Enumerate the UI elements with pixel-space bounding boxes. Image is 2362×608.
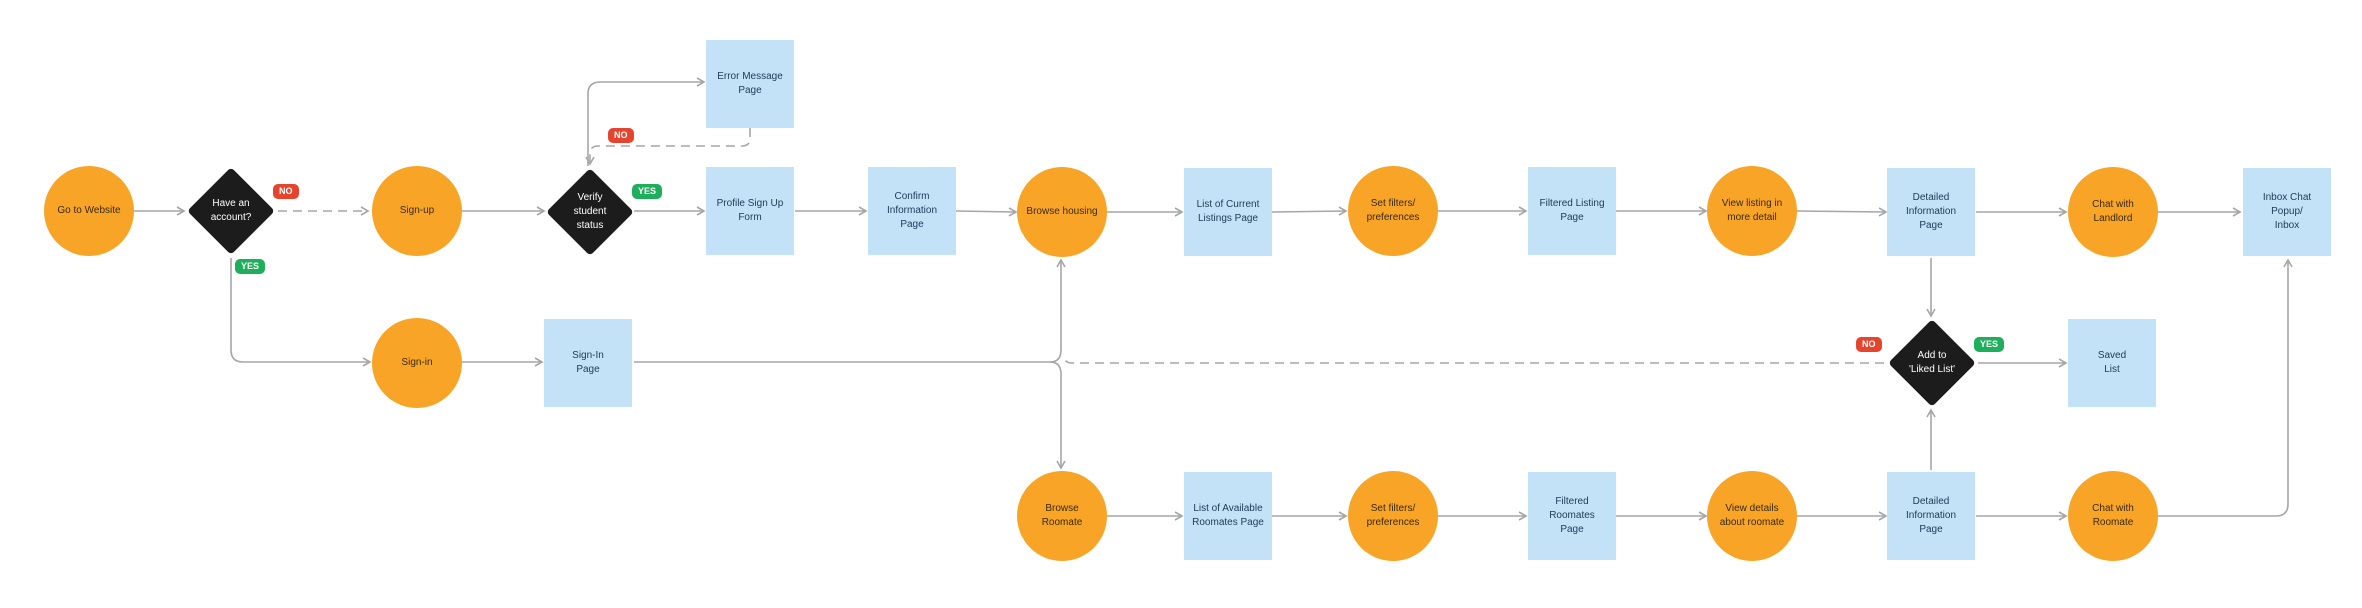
node-label: View details about roomate [1719, 503, 1785, 528]
node-label: Browse Roomate [1041, 503, 1083, 528]
node-label: Set filters/ preferences [1366, 503, 1420, 528]
node-label: Filtered Roomates Page [1549, 496, 1595, 535]
node-view-roommate-details: View details about roomate [1707, 471, 1797, 561]
decision-label: Verify student status [573, 192, 607, 231]
node-detailed-information-housing: Detailed Information Page [1887, 168, 1975, 256]
arrow-chat-roommate-to-inbox [2158, 258, 2293, 517]
arrow-signin-page-to-roommate [1049, 361, 1066, 470]
badge-account-yes: YES [235, 259, 266, 274]
node-chat-with-landlord: Chat with Landlord [2068, 167, 2158, 257]
node-label: Go to Website [57, 205, 121, 216]
node-label: Sign-in [401, 357, 433, 368]
node-label: List of Available Roomates Page [1192, 503, 1264, 528]
node-set-filters-roommate: Set filters/ preferences [1348, 471, 1438, 561]
node-filtered-listing-page: Filtered Listing Page [1528, 167, 1616, 255]
node-sign-up: Sign-up [372, 166, 462, 256]
node-label: Sign-up [399, 205, 435, 216]
node-confirm-information-page: Confirm Information Page [868, 167, 956, 255]
node-label: Chat with Landlord [2092, 199, 2134, 224]
node-browse-housing: Browse housing [1017, 167, 1107, 257]
node-label: Browse housing [1026, 206, 1098, 217]
arrow-listings-to-filters [1271, 206, 1348, 216]
decision-label: Add to 'Liked List' [1908, 350, 1956, 375]
badge-verify-no: NO [608, 128, 634, 143]
node-error-message-page: Error Message Page [706, 40, 794, 128]
node-filtered-roommates-page: Filtered Roomates Page [1528, 472, 1616, 560]
node-browse-roommate: Browse Roomate [1017, 471, 1107, 561]
node-label: Filtered Listing Page [1539, 198, 1605, 223]
decision-add-to-liked-list: Add to 'Liked List' [1886, 317, 1978, 409]
badge-liked-no: NO [1856, 337, 1882, 352]
node-set-filters-housing: Set filters/ preferences [1348, 166, 1438, 256]
node-label: Detailed Information Page [1905, 496, 1957, 535]
decision-verify-student: Verify student status [544, 166, 636, 258]
decision-label: Have an account? [210, 198, 252, 223]
node-label: Inbox Chat Popup/ Inbox [2262, 192, 2312, 231]
node-sign-in-page: Sign-In Page [544, 319, 632, 407]
node-chat-with-roommate: Chat with Roomate [2068, 471, 2158, 561]
node-list-available-roommates: List of Available Roomates Page [1184, 472, 1272, 560]
arrow-verify-to-error [587, 77, 706, 166]
node-saved-list: Saved List [2068, 319, 2156, 407]
node-go-to-website: Go to Website [44, 166, 134, 256]
arrow-signin-page-to-browse [634, 258, 1066, 363]
node-label: View listing in more detail [1721, 198, 1783, 223]
node-label: Set filters/ preferences [1366, 198, 1420, 223]
node-inbox-chat-popup: Inbox Chat Popup/ Inbox [2243, 168, 2331, 256]
arrow-account-to-signin [230, 258, 372, 367]
decision-have-account: Have an account? [185, 165, 277, 257]
node-list-current-listings: List of Current Listings Page [1184, 168, 1272, 256]
node-label: Saved List [2097, 350, 2127, 375]
node-label: Detailed Information Page [1905, 192, 1957, 231]
node-sign-in: Sign-in [372, 318, 462, 408]
arrow-view-to-detail [1795, 207, 1888, 217]
node-label: Profile Sign Up Form [716, 198, 784, 223]
arrow-confirm-to-browse [955, 207, 1018, 217]
node-profile-sign-up-form: Profile Sign Up Form [706, 167, 794, 255]
node-view-listing-detail: View listing in more detail [1707, 166, 1797, 256]
node-label: List of Current Listings Page [1196, 199, 1260, 224]
node-label: Error Message Page [717, 71, 783, 96]
dashed-liked-no-to-browse [1063, 354, 1884, 364]
dashed-return-error-to-verify [585, 128, 751, 166]
node-label: Confirm Information Page [886, 191, 938, 230]
node-label: Sign-In Page [572, 350, 604, 375]
node-detailed-information-roommate: Detailed Information Page [1887, 472, 1975, 560]
badge-liked-yes: YES [1974, 337, 2005, 352]
badge-account-no: NO [273, 184, 299, 199]
node-label: Chat with Roomate [2092, 503, 2134, 528]
badge-verify-yes: YES [632, 184, 663, 199]
